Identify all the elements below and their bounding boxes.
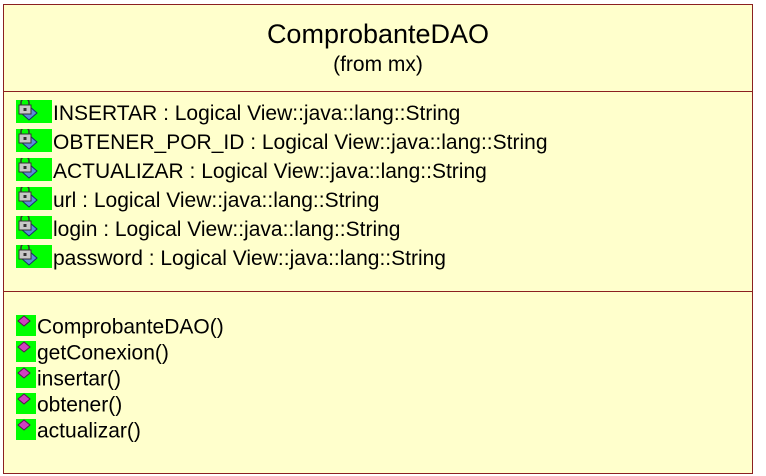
public-operation-icon	[16, 367, 36, 389]
attribute-row[interactable]: INSERTAR : Logical View::java::lang::Str…	[4, 98, 752, 127]
operation-row[interactable]: obtener()	[4, 392, 752, 418]
uml-class-box[interactable]: ComprobanteDAO (from mx) INSERTAR : Logi…	[3, 4, 753, 474]
public-operation-icon	[16, 315, 36, 337]
class-name: ComprobanteDAO	[266, 19, 490, 49]
attribute-text: password : Logical View::java::lang::Str…	[53, 246, 446, 270]
private-attribute-icon	[16, 100, 52, 124]
operation-text: getConexion()	[37, 341, 169, 365]
attribute-text: url : Logical View::java::lang::String	[53, 188, 380, 212]
attribute-row[interactable]: url : Logical View::java::lang::String	[4, 185, 752, 214]
private-attribute-icon	[16, 129, 52, 153]
private-attribute-icon	[16, 158, 52, 182]
attribute-text: INSERTAR : Logical View::java::lang::Str…	[53, 101, 461, 125]
operation-row[interactable]: insertar()	[4, 366, 752, 392]
operation-text: actualizar()	[37, 419, 141, 443]
attribute-row[interactable]: ACTUALIZAR : Logical View::java::lang::S…	[4, 156, 752, 185]
attributes-compartment: INSERTAR : Logical View::java::lang::Str…	[4, 92, 752, 292]
class-header: ComprobanteDAO (from mx)	[4, 5, 752, 92]
operations-compartment: ComprobanteDAO() getConexion() insertar(…	[4, 292, 752, 444]
attribute-row[interactable]: login : Logical View::java::lang::String	[4, 214, 752, 243]
attribute-text: ACTUALIZAR : Logical View::java::lang::S…	[53, 159, 487, 183]
public-operation-icon	[16, 393, 36, 415]
private-attribute-icon	[16, 245, 52, 269]
public-operation-icon	[16, 341, 36, 363]
private-attribute-icon	[16, 216, 52, 240]
attribute-row[interactable]: OBTENER_POR_ID : Logical View::java::lan…	[4, 127, 752, 156]
class-package: (from mx)	[333, 53, 423, 76]
operation-row[interactable]: actualizar()	[4, 418, 752, 444]
attribute-text: login : Logical View::java::lang::String	[53, 217, 401, 241]
operation-text: obtener()	[37, 393, 123, 417]
attribute-text: OBTENER_POR_ID : Logical View::java::lan…	[53, 130, 548, 154]
operation-row[interactable]: ComprobanteDAO()	[4, 314, 752, 340]
operation-text: insertar()	[37, 367, 122, 391]
private-attribute-icon	[16, 187, 52, 211]
attribute-row[interactable]: password : Logical View::java::lang::Str…	[4, 243, 752, 272]
operation-text: ComprobanteDAO()	[37, 315, 224, 339]
public-operation-icon	[16, 419, 36, 441]
operation-row[interactable]: getConexion()	[4, 340, 752, 366]
